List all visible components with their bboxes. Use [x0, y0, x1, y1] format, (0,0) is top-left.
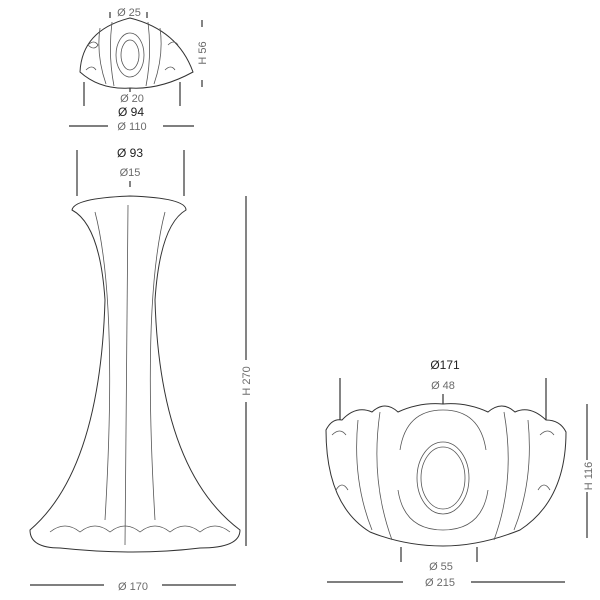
small-bowl-bottom-diameter: Ø 20: [120, 93, 144, 105]
pedestal-drawing: Ø 93 Ø15 H 270 Ø 170: [29, 146, 253, 593]
large-bowl-max-diameter: Ø 215: [425, 577, 455, 589]
large-bowl-base-diameter: Ø 55: [429, 561, 453, 573]
large-bowl-drawing: Ø171 Ø 48 H 116 Ø 55 Ø 215: [325, 358, 595, 589]
pedestal-hole-diameter: Ø15: [120, 167, 141, 179]
pedestal-top-diameter: Ø 93: [117, 146, 143, 160]
pedestal-base-diameter: Ø 170: [118, 581, 148, 593]
small-bowl-drawing: Ø 25 H 56 Ø 20 Ø 94 Ø 110: [69, 7, 209, 133]
small-bowl-top-diameter: Ø 25: [117, 7, 141, 19]
large-bowl-top-hole-diameter: Ø 48: [431, 380, 455, 392]
small-bowl-height: H 56: [197, 41, 209, 64]
large-bowl-height: H 116: [583, 462, 595, 491]
small-bowl-inner-diameter: Ø 94: [118, 105, 144, 119]
small-bowl-outer-diameter: Ø 110: [117, 121, 146, 133]
pedestal-height: H 270: [241, 366, 253, 395]
large-bowl-rim-diameter: Ø171: [430, 358, 460, 372]
